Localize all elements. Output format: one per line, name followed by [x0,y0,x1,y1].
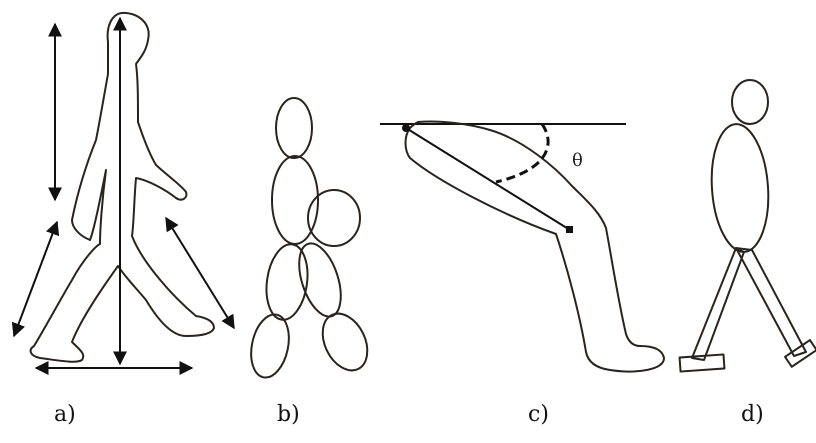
panel-label-c: c) [528,402,549,427]
panel-label-a: a) [54,402,76,427]
head-ellipse [275,97,313,159]
panel-a-silhouette [11,11,235,375]
theta-symbol: θ [572,150,583,171]
left-thigh-ellipse [265,243,309,321]
arrow-leg-right [165,216,235,330]
panel-c-leg-angle [380,120,665,373]
left-shin-ellipse [250,313,290,379]
thigh-axis-line [405,127,571,231]
torso-ellipse [271,155,319,245]
panel-label-d: d) [741,402,764,427]
left-leg-bar [691,247,745,361]
right-leg-bar [735,247,807,357]
arrow-leg-left [11,220,60,338]
torso-ellipse-d [710,123,770,253]
panel-d-stick-figure [678,79,816,373]
left-foot-rect [678,353,726,373]
right-foot-rect [784,339,816,368]
panel-label-b: b) [277,402,300,427]
right-shin-ellipse [321,312,369,372]
knee-joint-point [566,226,573,233]
right-thigh-ellipse [298,242,342,318]
angle-arc [495,123,550,184]
arm-ellipse [307,189,361,247]
head-circle [731,79,769,125]
hip-joint-point [402,124,410,132]
panel-b-ellipses [250,97,369,379]
